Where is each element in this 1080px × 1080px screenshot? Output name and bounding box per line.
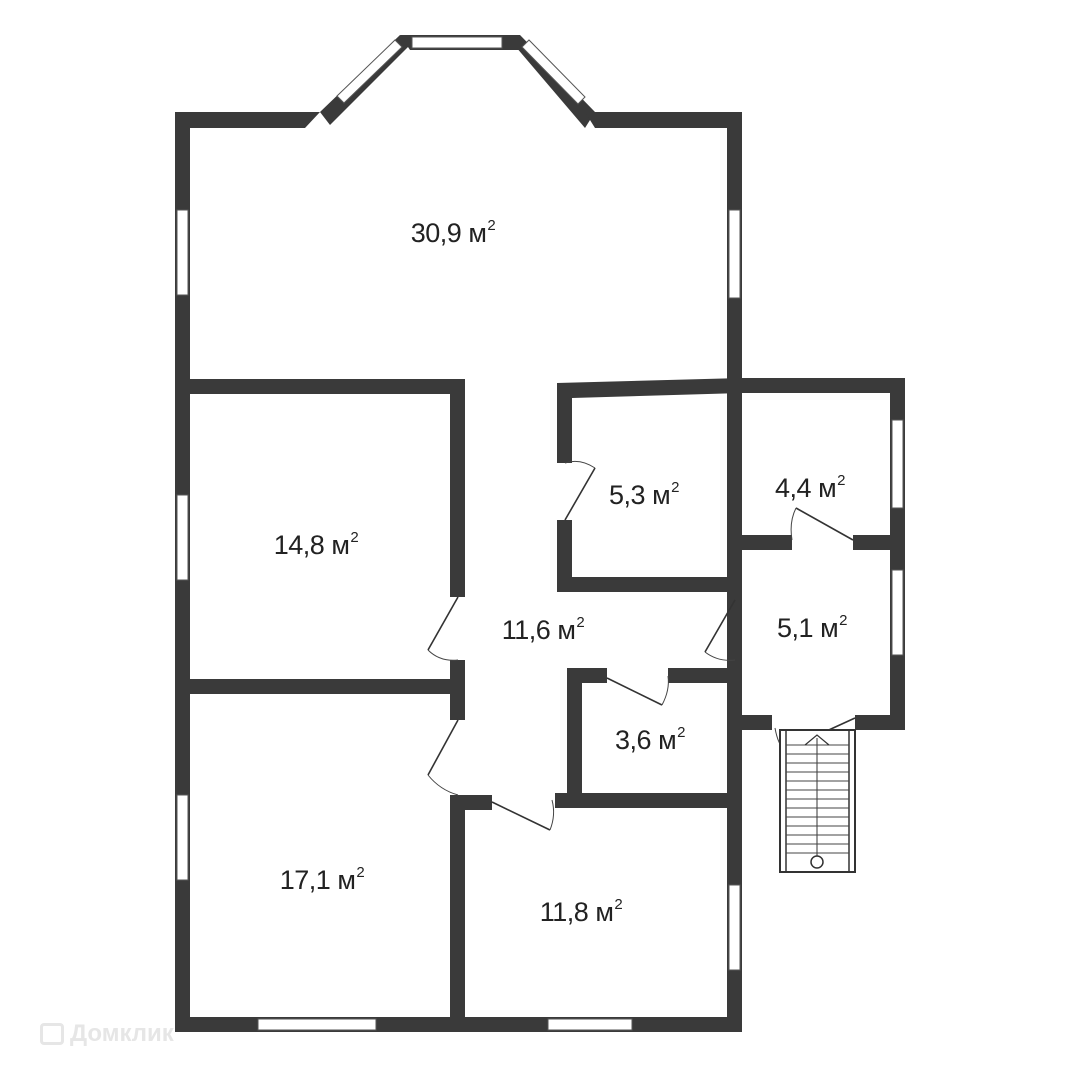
room-area-closet: 5,3 м2 xyxy=(609,479,679,510)
room-area-bath: 3,6 м2 xyxy=(615,724,685,755)
room-area-side: 4,4 м2 xyxy=(775,472,845,503)
room-area-living: 30,9 м2 xyxy=(410,217,496,248)
house-logo-icon xyxy=(40,1023,64,1045)
room-area-left-middle: 14,8 м2 xyxy=(273,529,359,560)
room-area-hall: 11,6 м2 xyxy=(501,614,585,645)
windows xyxy=(176,36,904,1031)
room-area-left-bottom: 17,1 м2 xyxy=(279,864,365,895)
watermark: Домклик xyxy=(40,1020,174,1048)
room-area-entry: 5,1 м2 xyxy=(777,612,847,643)
doors xyxy=(427,460,856,831)
stairs xyxy=(779,729,856,873)
room-area-bottom-right: 11,8 м2 xyxy=(539,896,623,927)
